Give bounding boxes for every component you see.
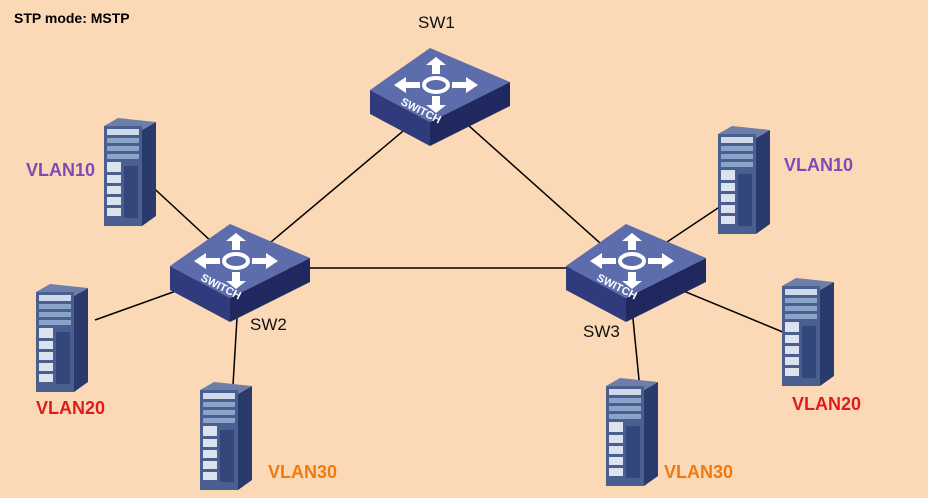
server-sw3-vlan10 xyxy=(718,126,770,234)
switch-sw3: SWITCH xyxy=(564,222,708,324)
server-sw3-vlan30 xyxy=(606,378,658,486)
server-sw2-vlan10 xyxy=(104,118,156,226)
switch-sw2: SWITCH xyxy=(168,222,312,324)
server-sw2-vlan20 xyxy=(36,284,88,392)
vlan10-label-sw2: VLAN10 xyxy=(26,160,96,180)
server-sw3-vlan20 xyxy=(782,278,834,386)
links xyxy=(94,99,791,391)
link-sw1-sw3 xyxy=(439,99,629,269)
vlan30-label-sw3: VLAN30 xyxy=(664,462,734,482)
vlan10-label-sw3: VLAN10 xyxy=(784,155,854,175)
vlan20-label-sw2: VLAN20 xyxy=(36,398,106,418)
sw3-label: SW3 xyxy=(583,322,620,341)
sw1-label: SW1 xyxy=(418,13,455,32)
sw2-label: SW2 xyxy=(250,315,287,334)
vlan20-label-sw3: VLAN20 xyxy=(792,394,862,414)
vlan30-label-sw2: VLAN30 xyxy=(268,462,338,482)
stp-mode-title: STP mode: MSTP xyxy=(14,10,130,26)
server-sw2-vlan30 xyxy=(200,382,252,490)
switch-sw1: SWITCH xyxy=(368,46,512,148)
